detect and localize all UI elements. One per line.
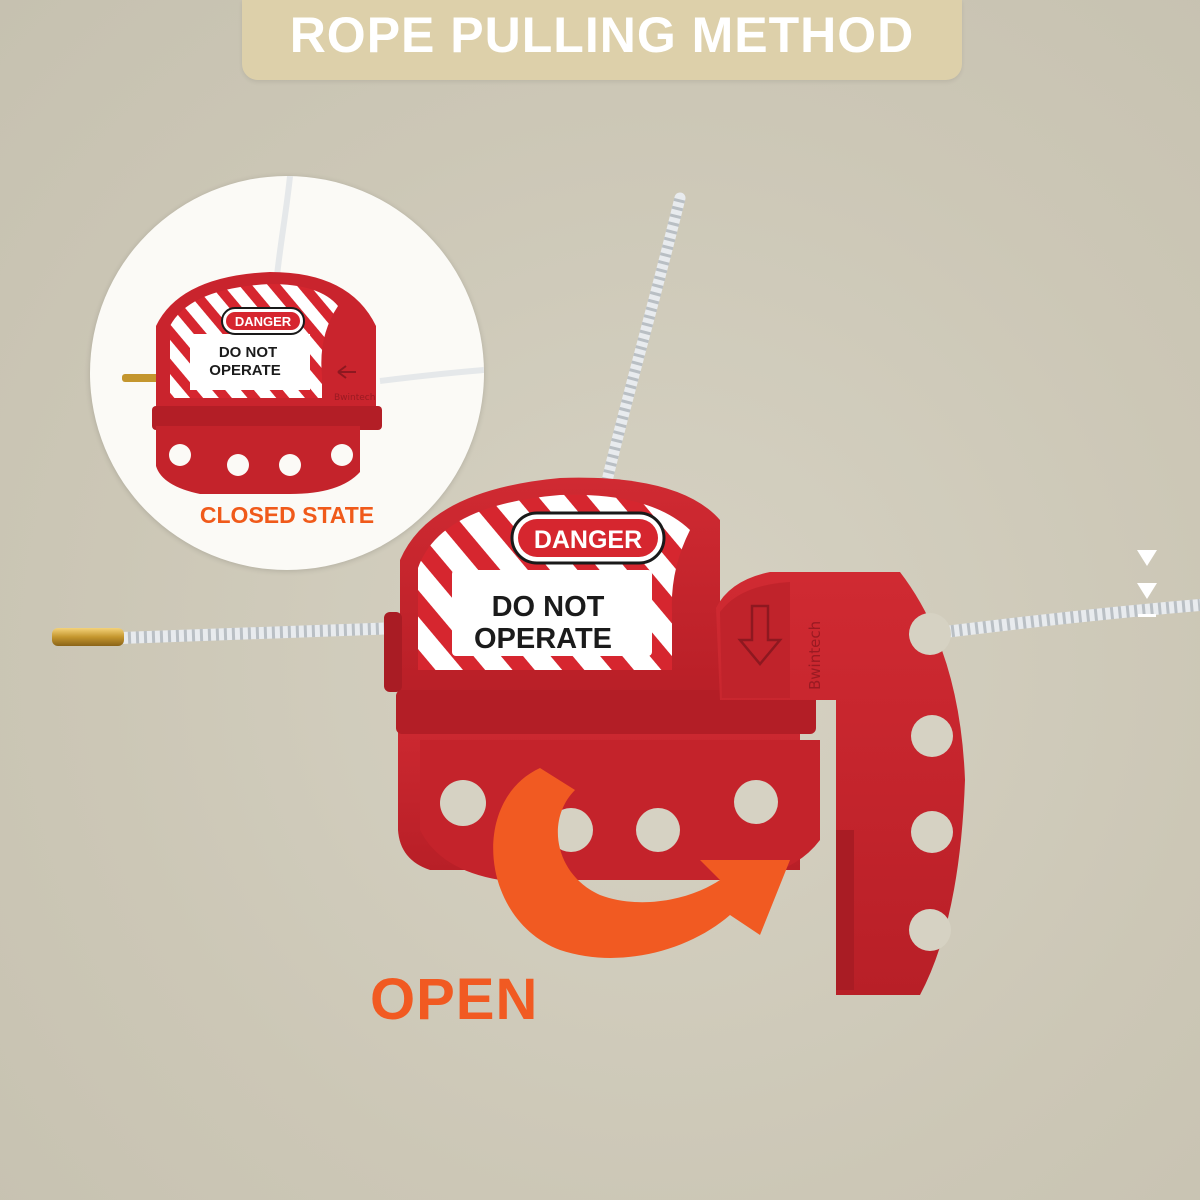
closed-hasp-hole	[279, 454, 301, 476]
rotate-arrow-icon	[493, 768, 790, 958]
closed-hasp-hole	[169, 444, 191, 466]
warning-line-2: OPERATE	[474, 623, 612, 655]
closed-hasp-hole	[227, 454, 249, 476]
banner-title: ROPE PULLING METHOD	[289, 7, 915, 63]
marker-triangle-icon	[1137, 550, 1157, 566]
arrow-left-icon	[337, 365, 356, 379]
arm-hole	[911, 715, 953, 757]
open-label: OPEN	[370, 967, 539, 1032]
closed-state-inset: DANGER DO NOT OPERATE Bwintech CLOSED ST…	[90, 176, 484, 570]
arm-hole	[911, 811, 953, 853]
title-banner: ROPE PULLING METHOD	[242, 0, 962, 80]
closed-brand: Bwintech	[334, 393, 375, 403]
warning-line-1: DO NOT	[492, 591, 605, 623]
closed-warning-line-1: DO NOT	[219, 344, 277, 361]
closed-state-caption: CLOSED STATE	[199, 502, 375, 528]
arm-hole	[909, 613, 951, 655]
brass-cable-tip	[52, 628, 124, 646]
closed-danger-text: DANGER	[235, 314, 292, 329]
marker-triangle-icon	[1137, 583, 1157, 599]
hasp-hole	[734, 780, 778, 824]
hasp-hole	[636, 808, 680, 852]
brass-pin	[122, 374, 160, 382]
hasp-hole	[549, 808, 593, 852]
closed-warning-line-2: OPERATE	[209, 362, 280, 379]
danger-badge-text: DANGER	[534, 526, 642, 554]
closed-hasp-hole	[331, 444, 353, 466]
arrow-down-icon	[737, 604, 783, 666]
hasp-hole	[440, 780, 486, 826]
brand-engraving: Bwintech	[806, 621, 824, 690]
arm-hole	[909, 909, 951, 951]
